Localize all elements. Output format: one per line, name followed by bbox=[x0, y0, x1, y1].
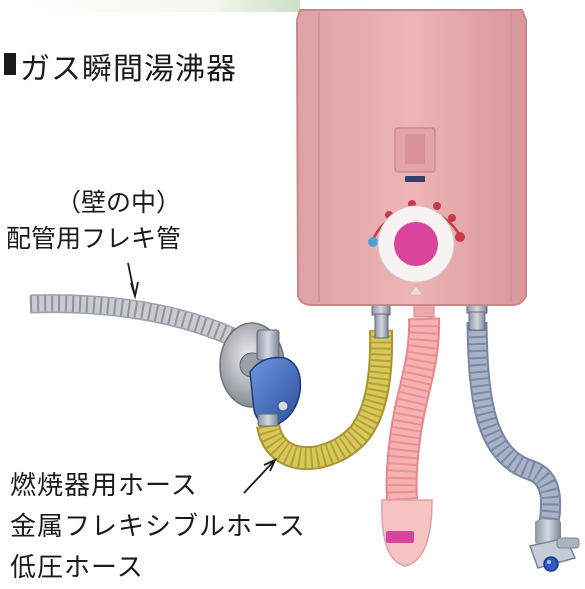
wall-pipe-label-line2: 配管用フレキ管 bbox=[6, 224, 182, 253]
scale-dot-hot bbox=[455, 232, 465, 242]
spout-tip-mark bbox=[386, 531, 414, 543]
water-valve bbox=[529, 520, 580, 572]
title-marker bbox=[4, 53, 16, 75]
water-inlet-fitting bbox=[466, 302, 488, 331]
temperature-dial bbox=[394, 222, 438, 266]
hose-label-pointer bbox=[243, 458, 277, 494]
wall-pipe-pointer bbox=[127, 262, 139, 300]
gas-hose bbox=[256, 329, 394, 471]
water-supply-pipe bbox=[466, 321, 562, 532]
gas-inlet-fitting bbox=[371, 302, 391, 339]
hot-water-spout bbox=[381, 317, 441, 567]
diagram-title: ガス瞬間湯沸器 bbox=[20, 52, 237, 87]
hose-label-metal-flexible-hose: 金属フレキシブルホース bbox=[10, 512, 306, 542]
hose-label-low-pressure-hose: 低圧ホース bbox=[10, 553, 144, 583]
top-accent-strip bbox=[0, 0, 300, 12]
wall-pipe bbox=[29, 294, 239, 347]
water-heater-unit bbox=[295, 9, 527, 306]
scale-dot-cold bbox=[368, 237, 378, 247]
dial-pointer bbox=[407, 285, 425, 296]
gas-valve-assembly bbox=[219, 322, 302, 427]
hose-label-combustor-hose: 燃焼器用ホース bbox=[10, 471, 198, 501]
wall-pipe-label-line1: （壁の中） bbox=[56, 188, 182, 217]
indicator-slot bbox=[405, 176, 425, 182]
